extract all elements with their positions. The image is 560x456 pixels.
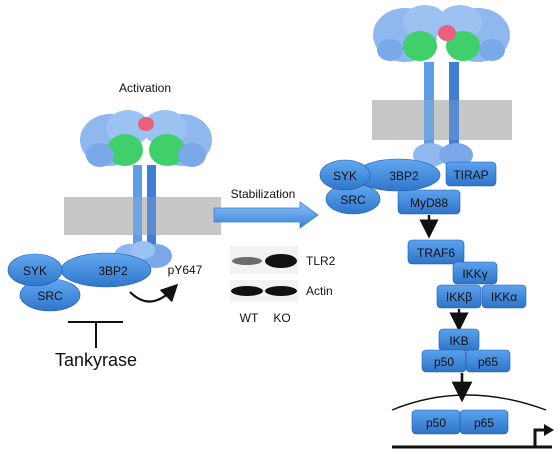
ikk-alpha-label: IKKα [491,290,517,304]
stabilization-arrow [213,201,319,229]
traf6-label: TRAF6 [417,246,455,260]
p65-node [465,349,511,373]
blot-actin-label: Actin [306,284,333,298]
p50-label: p50 [434,355,454,369]
activation-label: Activation [119,81,171,95]
transcription-start-arrow [533,428,546,447]
left-syk-node [7,253,63,287]
py647-label: pY647 [168,263,203,277]
blot-ko-label: KO [273,311,290,325]
ikk-beta-node [436,284,482,309]
right-tirap-node [445,161,497,187]
transcription-arrow-head [544,424,554,436]
phosphorylation-curved-arrow [129,283,179,303]
western-blot [230,246,298,302]
traf6-node [407,239,465,265]
right-receptor-structure [373,5,510,167]
ikk-beta-label: IKKβ [446,290,472,304]
left-membrane [64,197,221,235]
tankyrase-label: Tankyrase [55,350,137,370]
ikk-gamma-label: IKKγ [462,267,487,281]
right-tirap-label: TIRAP [453,168,488,182]
left-src-label: SRC [37,289,63,303]
right-membrane [372,100,512,140]
left-receptor-structure [80,110,212,268]
left-complex: SRC 3BP2 SYK [7,252,152,312]
left-bp2-label: 3BP2 [98,264,128,278]
right-bp2-label: 3BP2 [389,169,419,183]
p65-nuclear-label: p65 [474,416,494,430]
right-syk-label: SYK [333,169,357,183]
right-syk-node [319,159,371,191]
blot-tlr2-label: TLR2 [306,254,336,268]
blot-wt-label: WT [240,311,259,325]
right-complex: TIRAP MyD88 SRC 3BP2 SYK [319,158,497,215]
right-myd88-label: MyD88 [410,196,448,210]
tankyrase-inhibition [68,321,123,348]
right-src-label: SRC [340,193,366,207]
right-myd88-node [397,189,461,215]
p50-nuclear-label: p50 [426,416,446,430]
p65-nuclear-node [459,409,509,435]
ikk-gamma-node [452,261,498,285]
ikk-alpha-node [481,284,527,309]
p65-label: p65 [478,355,498,369]
left-syk-label: SYK [23,264,47,278]
stabilization-label: Stabilization [231,187,296,201]
ikb-label: IKB [449,334,468,348]
nucleus-membrane [391,394,547,411]
